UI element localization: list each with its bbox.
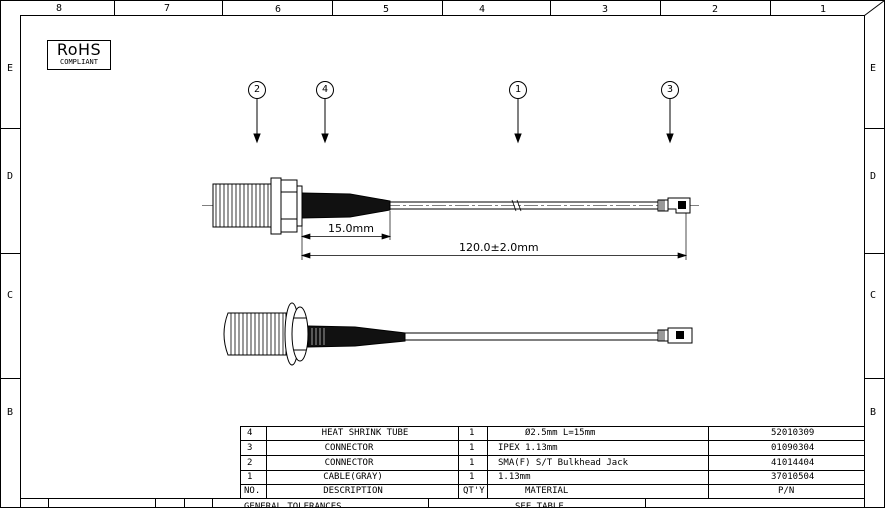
row-label-e-left: E: [7, 63, 14, 74]
bom-grid: [20, 426, 865, 508]
balloon-leaders: [253, 99, 674, 144]
bom-row-3-qty: 1: [469, 443, 475, 453]
bom-header-qty: QT'Y: [463, 486, 485, 496]
column-label-3: 3: [601, 4, 609, 15]
bom-header-material: MATERIAL: [525, 486, 569, 496]
balloon-1: 1: [509, 81, 527, 99]
dimension-total-length: 120.0±2.0mm: [459, 241, 539, 254]
column-label-7: 7: [163, 3, 171, 14]
bom-row-2-description: CONNECTOR: [324, 458, 374, 468]
inner-frame: [20, 15, 865, 508]
row-label-e-right: E: [870, 63, 877, 74]
row-label-b-left: B: [7, 407, 14, 418]
bom-row-4-pn: 52010309: [771, 428, 815, 438]
rohs-text: RoHS: [56, 40, 102, 59]
footer-general-tolerances: GENERAL TOLERANCES: [244, 502, 342, 508]
bom-header-description: DESCRIPTION: [323, 486, 383, 496]
row-label-c-right: C: [870, 290, 877, 301]
bom-row-4-no: 4: [247, 428, 253, 438]
dimension-lines: [300, 211, 688, 260]
bom-row-1-qty: 1: [469, 472, 475, 482]
row-label-d-right: D: [870, 171, 877, 182]
bom-header-no: NO.: [244, 486, 261, 496]
bom-row-1-description: CABLE(GRAY): [323, 472, 383, 482]
column-ticks: [114, 0, 771, 16]
column-label-5: 5: [382, 4, 390, 15]
bom-row-2-pn: 41014404: [771, 458, 815, 468]
bom-row-4-qty: 1: [469, 428, 475, 438]
bom-row-2-no: 2: [247, 458, 253, 468]
balloon-2: 2: [248, 81, 266, 99]
row-label-c-left: C: [7, 290, 14, 301]
bom-row-4-material: Ø2.5mm L=15mm: [525, 428, 596, 438]
balloon-3: 3: [661, 81, 679, 99]
rohs-badge: RoHS COMPLIANT: [47, 40, 111, 70]
top-view-assembly: [202, 177, 700, 235]
footer-see-table: SEE TABLE: [515, 502, 564, 508]
row-ticks: [0, 128, 885, 379]
column-label-6: 6: [274, 4, 282, 15]
row-label-b-right: B: [870, 407, 877, 418]
bom-row-3-no: 3: [247, 443, 253, 453]
balloon-4: 4: [316, 81, 334, 99]
bom-row-1-pn: 37010504: [771, 472, 815, 482]
bom-header-pn: P/N: [778, 486, 795, 496]
column-label-4: 4: [478, 4, 486, 15]
bom-row-2-material: SMA(F) S/T Bulkhead Jack: [498, 458, 629, 468]
bom-row-1-no: 1: [247, 472, 253, 482]
bom-row-3-description: CONNECTOR: [324, 443, 374, 453]
bom-row-1-material: 1.13mm: [498, 472, 531, 482]
bom-row-2-qty: 1: [469, 458, 475, 468]
bom-row-4-description: HEAT SHRINK TUBE: [321, 428, 409, 438]
column-label-1: 1: [819, 4, 827, 15]
column-label-8: 8: [55, 3, 63, 14]
row-label-d-left: D: [7, 171, 14, 182]
column-label-2: 2: [711, 4, 719, 15]
bom-row-3-pn: 01090304: [771, 443, 815, 453]
dimension-shrink-length: 15.0mm: [328, 222, 374, 235]
side-view-assembly: [223, 302, 693, 366]
bom-row-3-material: IPEX 1.13mm: [498, 443, 558, 453]
rohs-compliant-text: COMPLIANT: [60, 58, 98, 66]
